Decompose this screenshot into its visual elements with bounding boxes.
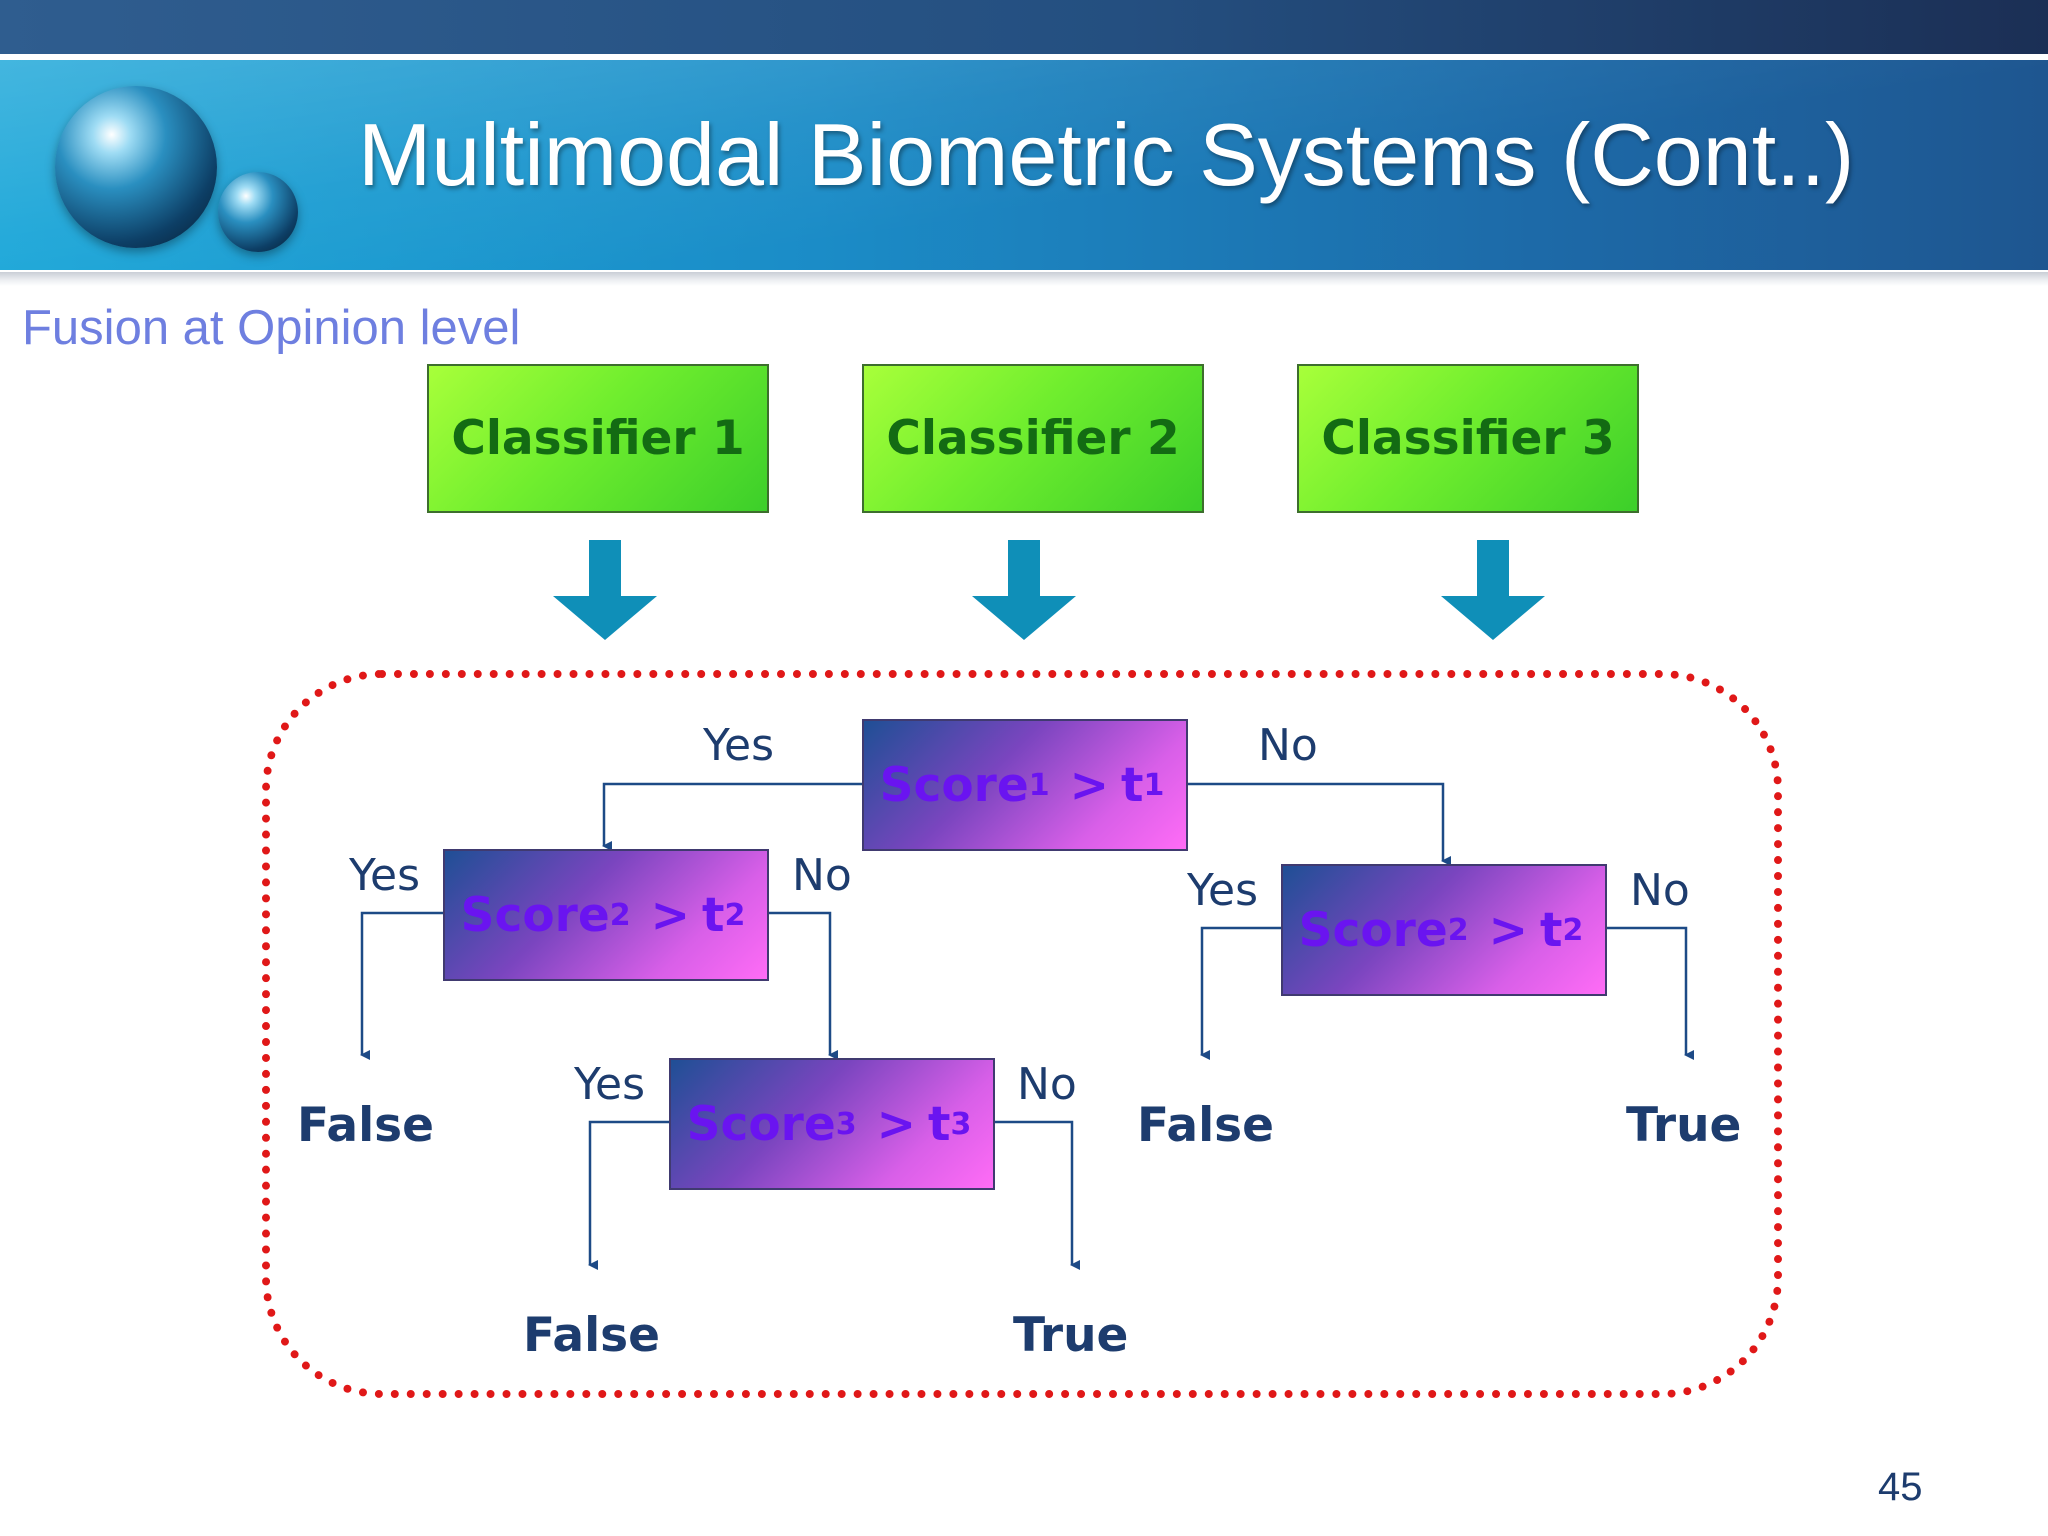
score-label: Score	[460, 887, 610, 943]
outcome-true: True	[1013, 1308, 1129, 1363]
threshold-label: t	[1539, 902, 1563, 958]
score-label: Score	[1298, 902, 1448, 958]
slide-title: Multimodal Biometric Systems (Cont..)	[358, 105, 1855, 204]
outcome-false: False	[523, 1308, 661, 1363]
title-sheen	[0, 60, 2048, 270]
threshold-index: 3	[950, 1106, 972, 1142]
threshold-label: t	[701, 887, 725, 943]
header-top-band	[0, 0, 2048, 54]
outcome-false: False	[1137, 1098, 1275, 1153]
score-index: 1	[1028, 767, 1050, 803]
globe-large-icon	[55, 86, 217, 248]
page-number: 45	[1878, 1465, 1923, 1509]
score-label: Score	[686, 1096, 836, 1152]
outcome-false: False	[297, 1098, 435, 1153]
classifier-1-box: Classifier 1	[427, 364, 769, 513]
down-arrow-icon	[553, 540, 657, 640]
classifier-3-box: Classifier 3	[1297, 364, 1639, 513]
threshold-index: 1	[1143, 767, 1165, 803]
score-index: 2	[609, 897, 631, 933]
relation-symbol: >	[876, 1096, 916, 1152]
slide-subtitle: Fusion at Opinion level	[22, 301, 521, 355]
down-arrow-icon	[972, 540, 1076, 640]
title-band-shadow	[0, 272, 2048, 286]
edge-label-yes: Yes	[703, 720, 775, 771]
globe-small-icon	[218, 172, 298, 252]
edge-label-yes: Yes	[349, 850, 421, 901]
edge-label-yes: Yes	[1187, 865, 1259, 916]
fusion-region-border	[262, 670, 1782, 1398]
threshold-index: 2	[1562, 912, 1584, 948]
down-arrow-icon	[1441, 540, 1545, 640]
score-index: 3	[835, 1106, 857, 1142]
edge-label-yes: Yes	[574, 1059, 646, 1110]
edge-label-no: No	[1630, 865, 1690, 916]
score-index: 2	[1447, 912, 1469, 948]
relation-symbol: >	[1069, 757, 1109, 813]
edge-label-no: No	[1258, 720, 1318, 771]
classifier-2-box: Classifier 2	[862, 364, 1204, 513]
outcome-true: True	[1626, 1098, 1742, 1153]
threshold-label: t	[1120, 757, 1144, 813]
threshold-index: 2	[724, 897, 746, 933]
relation-symbol: >	[650, 887, 690, 943]
threshold-label: t	[927, 1096, 951, 1152]
title-band	[0, 60, 2048, 270]
score-label: Score	[879, 757, 1029, 813]
relation-symbol: >	[1488, 902, 1528, 958]
edge-label-no: No	[792, 850, 852, 901]
edge-label-no: No	[1017, 1059, 1077, 1110]
